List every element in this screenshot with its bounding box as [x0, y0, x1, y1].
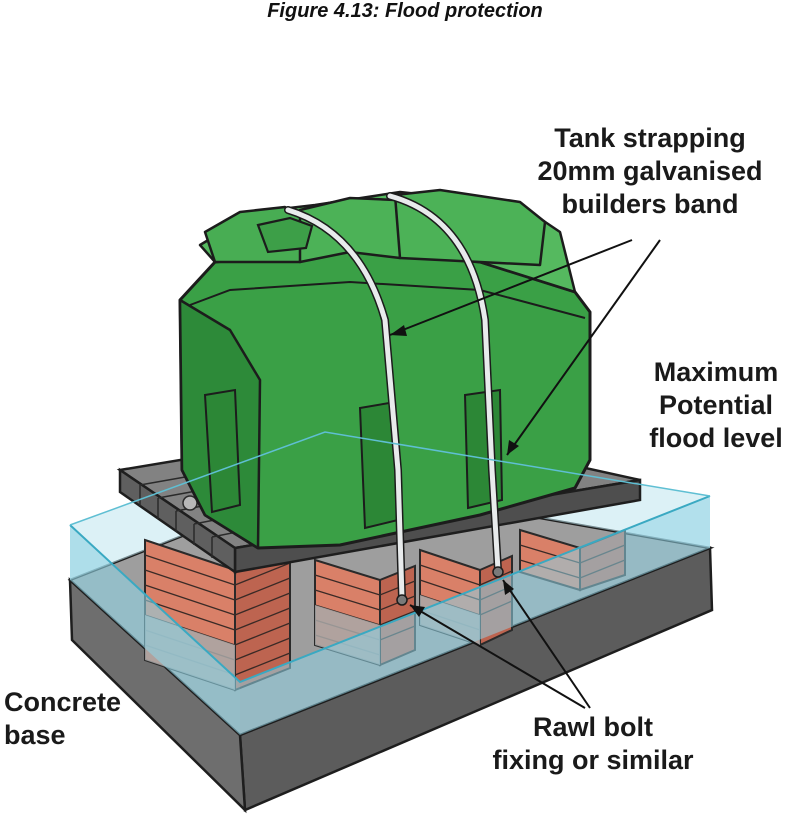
callout-flood-level: Maximum Potential flood level — [632, 356, 800, 455]
callout-concrete-base-line-1: Concrete — [4, 687, 122, 717]
leader-lines — [389, 239, 661, 709]
leader-strapping-right — [506, 239, 661, 456]
callout-flood-level-line-1: Maximum — [653, 357, 779, 387]
callout-tank-strapping-line-2: 20mm galvanised — [537, 156, 763, 186]
callout-concrete-base: Concrete base — [4, 686, 154, 752]
water-surface-line — [69, 495, 711, 684]
tank-channel-1 — [203, 388, 242, 514]
slab-pipe-stub — [182, 495, 198, 511]
leader-rawl-left — [409, 604, 586, 709]
oil-tank — [178, 188, 592, 550]
callout-rawl-bolt: Rawl bolt fixing or similar — [448, 711, 738, 777]
tank-shoulder-line — [189, 280, 586, 319]
water-front-right — [240, 496, 710, 735]
leader-rawl-left-arrow — [410, 605, 425, 617]
leader-rawl-right — [502, 579, 591, 709]
tank-strap-right-inner — [387, 193, 501, 573]
leader-strapping-left-arrow — [390, 325, 407, 336]
tank-ridge-3 — [393, 188, 547, 267]
leader-rawl-right-arrow — [503, 580, 514, 595]
callout-tank-strapping-line-1: Tank strapping — [554, 123, 746, 153]
leader-strapping-left — [389, 239, 633, 336]
callout-rawl-bolt-line-1: Rawl bolt — [533, 712, 653, 742]
callout-concrete-base-line-2: base — [4, 720, 66, 750]
leader-strapping-right-arrow — [507, 440, 519, 455]
water-front-left — [70, 525, 240, 735]
callout-rawl-bolt-line-2: fixing or similar — [492, 745, 694, 775]
figure-title: Figure 4.13: Flood protection — [267, 0, 543, 22]
callout-flood-level-line-2: Potential — [658, 390, 773, 420]
tank-fill-cap — [256, 216, 314, 254]
tank-strap-left-inner — [285, 207, 405, 601]
rawl-bolt-left — [396, 594, 408, 606]
water-surface-back-line — [69, 431, 711, 526]
flood-water-front — [69, 431, 711, 735]
callout-flood-level-line-3: flood level — [649, 423, 783, 453]
callout-tank-strapping-line-3: builders band — [561, 189, 739, 219]
callout-tank-strapping: Tank strapping 20mm galvanised builders … — [515, 122, 785, 221]
rawl-bolt-right — [492, 566, 504, 578]
tank-straps — [284, 192, 504, 606]
